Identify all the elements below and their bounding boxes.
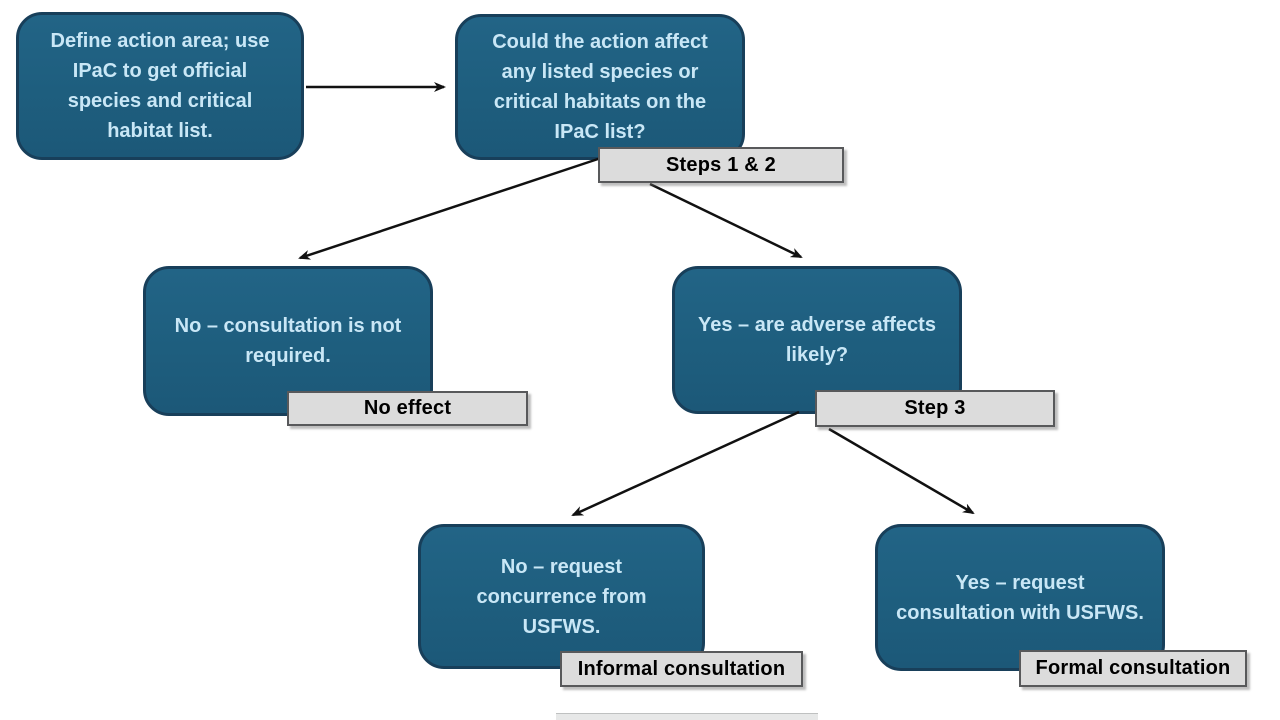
flow-node-request-concurrence: No – request concurrence from USFWS. xyxy=(418,524,705,669)
flow-node-text: No – consultation is not required. xyxy=(174,315,402,367)
step-label-no-effect: No effect xyxy=(287,391,528,426)
flow-node-define-action-area: Define action area; use IPaC to get offi… xyxy=(16,12,304,160)
flow-node-text: Define action area; use IPaC to get offi… xyxy=(50,30,270,142)
step-label-informal-consultation: Informal consultation xyxy=(560,651,803,687)
arrow-q2-to-formal xyxy=(828,427,975,515)
arrow-q2-to-informal xyxy=(571,410,800,517)
step-label-formal-consultation: Formal consultation xyxy=(1019,650,1247,687)
cropped-bottom-element xyxy=(556,713,818,720)
flow-node-request-consultation: Yes – request consultation with USFWS. xyxy=(875,524,1165,671)
flow-node-text: Yes – are adverse affects likely? xyxy=(698,314,936,366)
flow-node-text: No – request concurrence from USFWS. xyxy=(476,555,647,638)
arrow-q1-to-q2 xyxy=(649,182,803,259)
step-label-steps-1-2: Steps 1 & 2 xyxy=(598,147,844,183)
flow-node-text: Could the action affect any listed speci… xyxy=(492,31,708,143)
flow-node-text: Yes – request consultation with USFWS. xyxy=(896,571,1144,624)
step-label-step-3: Step 3 xyxy=(815,390,1055,427)
arrow-q1-to-noeffect xyxy=(298,156,602,260)
flow-node-could-action-affect: Could the action affect any listed speci… xyxy=(455,14,745,160)
